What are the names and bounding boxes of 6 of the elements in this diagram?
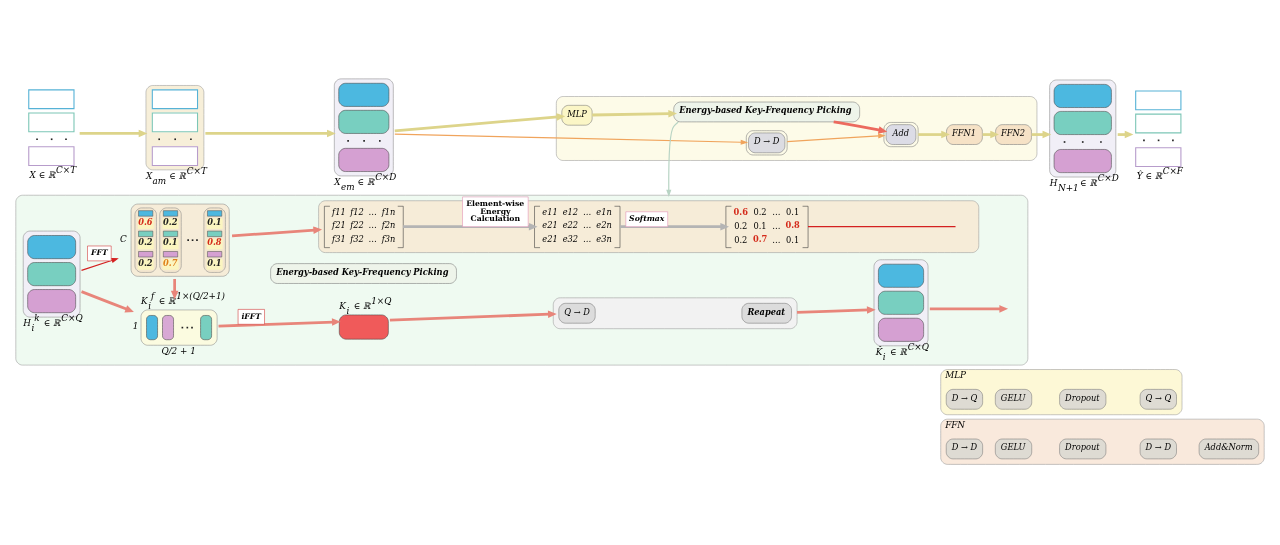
node-label: Q/2 + 1 (161, 345, 196, 356)
node-text: 0.6 0.2 … 0.1 0.2 0.1 … 0.8 0.2 0.7 … 0.1 (733, 206, 800, 245)
node-text: e11 e12 … e1n e21 e22 … e2n e21 e32 … e3n (542, 206, 612, 244)
node-text: f11 f12 … f1n f21 f22 … f2n f31 f32 … f3n (332, 206, 396, 244)
node-label: 1 (132, 320, 139, 331)
node-label: C (120, 233, 127, 244)
